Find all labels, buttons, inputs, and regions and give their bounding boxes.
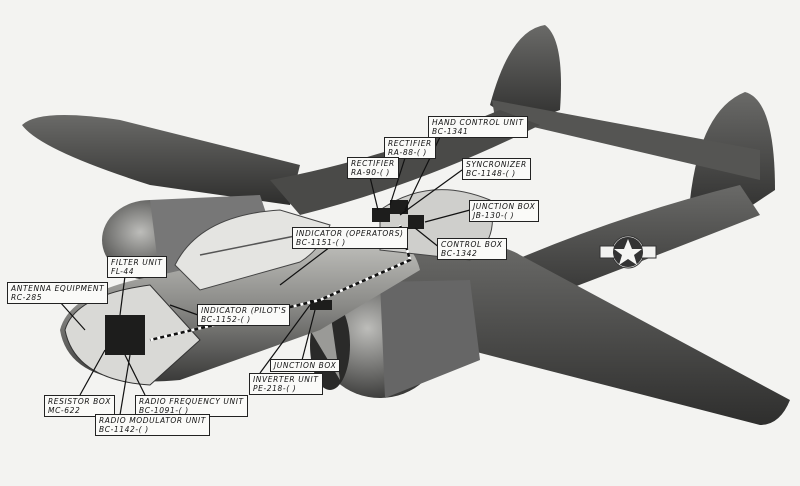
label-part: BC-1152-( )	[201, 315, 251, 324]
label-part: RC-285	[11, 293, 43, 302]
label-name: INDICATOR (OPERATORS)	[296, 229, 404, 238]
label-part: BC-1091-( )	[139, 406, 189, 415]
label-indicator-operators: INDICATOR (OPERATORS)BC-1151-( )	[292, 227, 408, 249]
label-name: RADIO FREQUENCY UNIT	[139, 397, 244, 406]
label-part: BC-1151-( )	[296, 238, 346, 247]
label-part: JB-130-( )	[473, 211, 515, 220]
horizontal-stabilizer	[492, 100, 760, 180]
label-name: RECTIFIER	[388, 139, 432, 148]
radar-equipment	[105, 315, 145, 355]
label-name: RESISTOR BOX	[48, 397, 111, 406]
upper-tail-fin	[490, 25, 561, 125]
label-name: JUNCTION BOX	[274, 361, 337, 370]
label-name: SYNCRONIZER	[466, 160, 527, 169]
label-part: BC-1342	[441, 249, 478, 258]
label-name: JUNCTION BOX	[473, 202, 536, 211]
label-name: FILTER UNIT	[111, 258, 163, 267]
label-name: INDICATOR (PILOT'S	[201, 306, 287, 315]
label-part: BC-1142-( )	[99, 425, 149, 434]
left-wing	[22, 115, 300, 205]
label-name: INVERTER UNIT	[253, 375, 319, 384]
label-name: RADIO MODULATOR UNIT	[99, 416, 206, 425]
label-part: MC-622	[48, 406, 81, 415]
label-junction-box-lower: JUNCTION BOX	[270, 359, 341, 372]
label-part: PE-218-( )	[253, 384, 297, 393]
leader-lines	[59, 136, 471, 416]
label-name: CONTROL BOX	[441, 240, 503, 249]
label-name: HAND CONTROL UNIT	[432, 118, 524, 127]
label-part: BC-1148-( )	[466, 169, 516, 178]
label-part: BC-1341	[432, 127, 469, 136]
label-part: FL-44	[111, 267, 135, 276]
label-name: RECTIFIER	[351, 159, 395, 168]
label-name: ANTENNA EQUIPMENT	[11, 284, 105, 293]
label-part: RA-90-( )	[351, 168, 390, 177]
canopy	[174, 209, 331, 291]
label-part: RA-88-( )	[388, 148, 427, 157]
